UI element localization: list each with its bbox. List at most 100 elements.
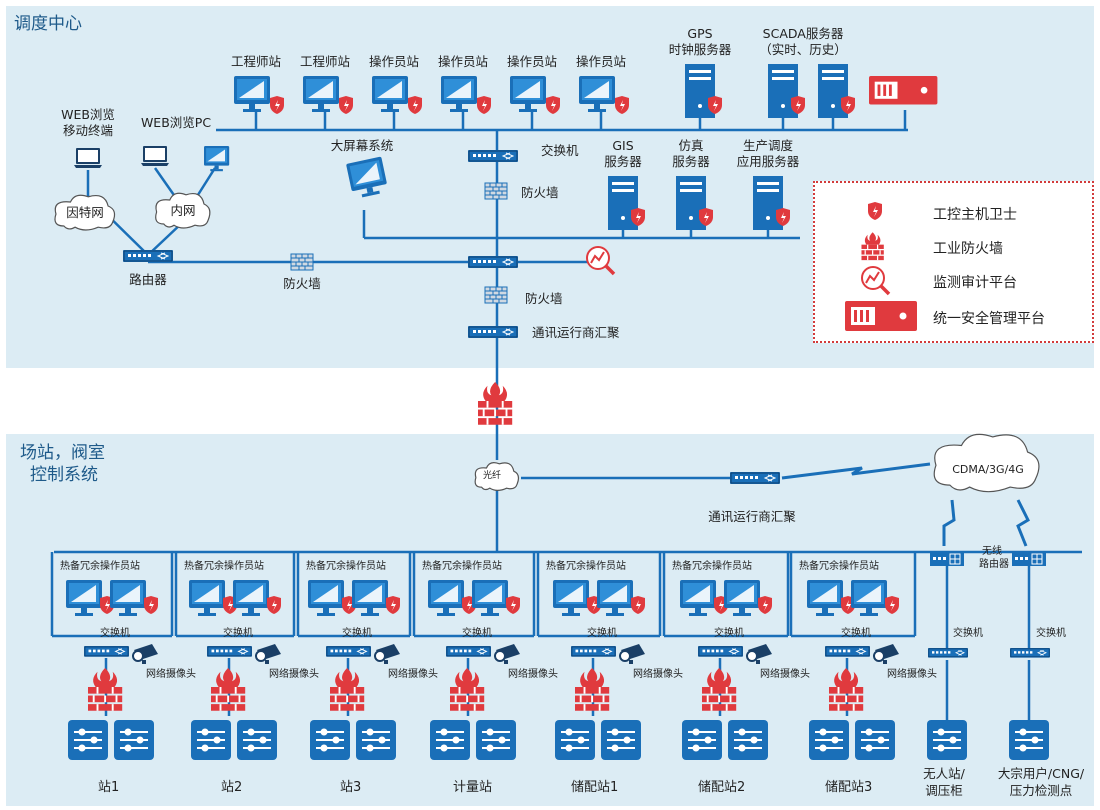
- internet-cloud: [54, 194, 116, 231]
- wireless-router-icon: [1011, 551, 1047, 567]
- core-switch: [467, 149, 519, 163]
- workstation-label: 工程师站: [299, 54, 351, 69]
- camera-icon: [873, 643, 900, 665]
- switch-label: 交换机: [587, 626, 617, 639]
- legend-item: 工业防火墙: [815, 231, 1092, 261]
- station-name: 储配站2: [698, 780, 745, 795]
- controller-icon: [67, 719, 109, 761]
- web-pc-label: WEB浏览PC: [140, 115, 212, 130]
- wireless-router-icon: [929, 551, 965, 567]
- monitor-audit-icon: [585, 245, 616, 276]
- station-name: 站3: [340, 780, 361, 795]
- legend-label: 统一安全管理平台: [933, 311, 1045, 327]
- zone-title-dispatch: 调度中心: [14, 14, 82, 34]
- carrier-bottom-label: 通讯运行商汇聚: [708, 509, 796, 524]
- camera-icon: [132, 643, 159, 665]
- controller-icon: [475, 719, 517, 761]
- scada-label: SCADA服务器: [762, 26, 844, 41]
- switch-label: 交换机: [342, 626, 372, 639]
- controller-icon: [808, 719, 850, 761]
- internet-label: 因特网: [66, 205, 104, 220]
- wireless-router-label: 无线: [982, 546, 1002, 557]
- workstation-monitor: [579, 76, 615, 112]
- camera-label: 网络摄像头: [508, 667, 558, 680]
- big-screen-icon: [346, 156, 389, 200]
- switch-label: 交换机: [1036, 628, 1066, 639]
- workstation-label: 操作员站: [368, 54, 420, 69]
- controller-icon: [727, 719, 769, 761]
- web-pc-link: [153, 167, 178, 199]
- industrial-firewall-icon: [860, 231, 885, 261]
- station-header: 热备冗余操作员站: [799, 559, 879, 572]
- controller-icon: [429, 719, 471, 761]
- station-switch: [445, 645, 492, 658]
- sim-label: 服务器: [672, 154, 710, 169]
- firewall-icon: [484, 286, 508, 304]
- switch-label: 交换机: [462, 626, 492, 639]
- host-guard-icon: [885, 596, 899, 614]
- switch-label: 交换机: [223, 626, 253, 639]
- workstation-label: 操作员站: [437, 54, 489, 69]
- legend-item: 监测审计平台: [815, 265, 1092, 296]
- sim-label: 仿真: [678, 138, 704, 153]
- host-guard-icon: [868, 202, 882, 220]
- industrial-firewall-icon: [449, 667, 486, 712]
- web-mobile-label: WEB浏览: [61, 107, 115, 122]
- monitor-audit-icon: [860, 265, 891, 296]
- legend-item: 统一安全管理平台: [815, 301, 1092, 331]
- unmanned-label: 调压柜: [925, 783, 963, 798]
- camera-icon: [746, 643, 773, 665]
- station-monitor: [110, 580, 146, 616]
- cdma-cloud: [933, 433, 1040, 493]
- industrial-firewall-icon: [828, 667, 865, 712]
- station-control-zone: [6, 434, 1094, 806]
- host-guard-icon: [408, 96, 422, 114]
- wireless-router-label: 路由器: [979, 559, 1009, 570]
- remote-switch: [927, 647, 969, 658]
- host-guard-icon: [506, 596, 520, 614]
- controller-icon: [1008, 719, 1050, 761]
- remote-switch: [1009, 647, 1051, 658]
- station-monitor: [308, 580, 344, 616]
- legend-label: 工业防火墙: [933, 241, 1003, 257]
- legend: 工控主机卫士 工业防火墙 监测审计平台 统一安全管理平台: [813, 181, 1094, 343]
- host-guard-icon: [267, 596, 281, 614]
- workstation-monitor: [372, 76, 408, 112]
- big-customer-label: 大宗用户/CNG/: [997, 766, 1085, 781]
- industrial-firewall-icon: [87, 667, 124, 712]
- laptop-icon: [141, 146, 169, 166]
- controller-icon: [600, 719, 642, 761]
- host-guard-icon: [339, 96, 353, 114]
- workstation-label: 工程师站: [230, 54, 282, 69]
- host-guard-icon: [270, 96, 284, 114]
- controller-icon: [681, 719, 723, 761]
- controller-icon: [309, 719, 351, 761]
- router-label: 路由器: [129, 272, 167, 287]
- camera-label: 网络摄像头: [633, 667, 683, 680]
- workstation-label: 操作员站: [506, 54, 558, 69]
- carrier-switch-bottom: [729, 471, 781, 485]
- wireless-link: [1016, 499, 1030, 547]
- station-header: 热备冗余操作员站: [422, 559, 502, 572]
- station-switch: [83, 645, 130, 658]
- station-switch: [824, 645, 871, 658]
- firewall-left-label: 防火墙: [283, 276, 321, 291]
- intranet-cloud: [155, 192, 211, 229]
- host-guard-icon: [144, 596, 158, 614]
- controller-icon: [854, 719, 896, 761]
- security-platform-icon: [845, 301, 917, 331]
- camera-icon: [494, 643, 521, 665]
- web-mobile-link: [86, 170, 149, 256]
- workstation-monitor: [234, 76, 270, 112]
- carrier-switch: [467, 325, 519, 339]
- station-monitor: [66, 580, 102, 616]
- workstation-monitor: [441, 76, 477, 112]
- web-pc-link: [194, 167, 217, 199]
- host-guard-icon: [477, 96, 491, 114]
- legend-label: 工控主机卫士: [933, 207, 1017, 223]
- security-platform-icon: [869, 76, 938, 105]
- host-guard-icon: [758, 596, 772, 614]
- big-customer-label: 压力检测点: [1009, 783, 1073, 798]
